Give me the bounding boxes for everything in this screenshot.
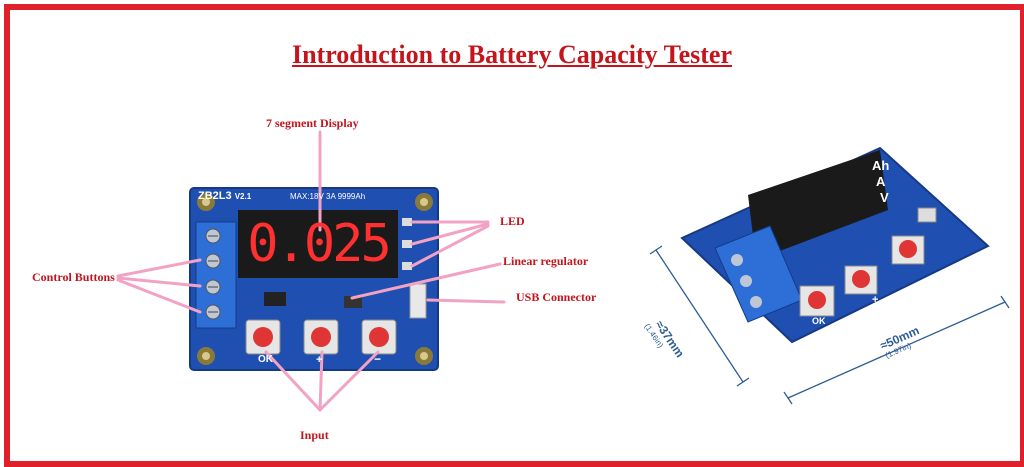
unit-v: V <box>880 190 889 205</box>
right-plus-label: + <box>872 294 879 306</box>
ok-button-label: OK <box>258 354 273 365</box>
display-readout: 0.025 <box>247 214 392 274</box>
usb-connector <box>409 283 427 319</box>
label-linear-regulator: Linear regulator <box>503 254 589 268</box>
board-rating: MAX:18V 3A 9999Ah <box>290 192 366 201</box>
right-usb-connector <box>917 207 937 223</box>
right-push-buttons <box>799 235 925 317</box>
chip <box>264 292 286 306</box>
unit-a: A <box>876 174 886 189</box>
label-seven-segment-display: 7 segment Display <box>266 116 359 130</box>
label-input: Input <box>300 428 329 442</box>
callout-arrows <box>116 130 506 412</box>
page-title: Introduction to Battery Capacity Tester <box>291 40 733 69</box>
minus-button-label: − <box>374 352 382 366</box>
seven-segment-display <box>238 210 398 278</box>
push-buttons <box>245 319 397 355</box>
label-led: LED <box>500 214 525 228</box>
dimension-lines <box>649 245 1010 405</box>
right-ok-label: OK <box>812 316 826 326</box>
linear-regulator-chip <box>344 296 362 308</box>
led-indicators <box>402 218 412 270</box>
left-board <box>189 187 439 371</box>
label-usb-connector: USB Connector <box>516 290 597 304</box>
label-control-buttons: Control Buttons <box>32 270 115 284</box>
unit-ah: Ah <box>872 158 890 173</box>
terminal-block <box>195 221 237 329</box>
plus-button-label: + <box>316 354 323 366</box>
right-seven-segment-display <box>748 150 888 260</box>
right-board <box>649 146 1010 405</box>
board-model: ZB2L3 V2.1 <box>198 190 252 202</box>
mounting-screw-icon <box>197 193 433 365</box>
